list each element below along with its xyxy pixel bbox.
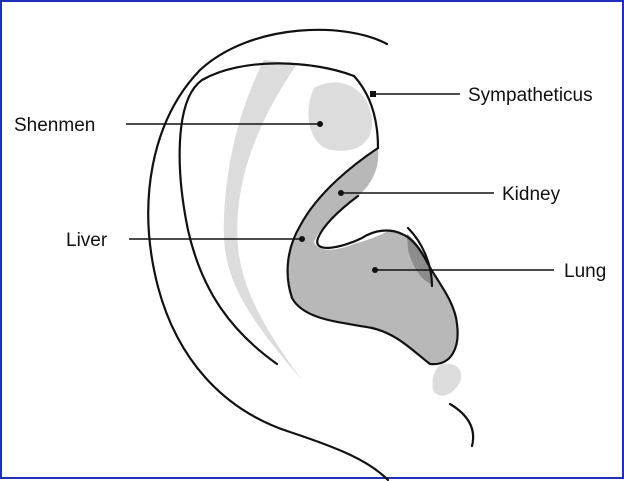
- lobule-line: [450, 404, 473, 446]
- helix-shading: [224, 60, 302, 380]
- shenmen-point: [317, 121, 323, 127]
- label-liver: Liver: [66, 230, 108, 251]
- lobule-shading: [432, 364, 461, 396]
- concha-region: [288, 148, 458, 364]
- label-shenmen: Shenmen: [14, 115, 95, 136]
- kidney-point: [338, 190, 344, 196]
- label-kidney: Kidney: [502, 184, 561, 205]
- label-sympatheticus: Sympatheticus: [468, 85, 593, 106]
- triangular-fossa-shading: [308, 83, 372, 151]
- liver-point: [299, 236, 305, 242]
- lung-point: [372, 267, 378, 273]
- label-lung: Lung: [564, 261, 606, 282]
- sympatheticus-point: [370, 91, 376, 97]
